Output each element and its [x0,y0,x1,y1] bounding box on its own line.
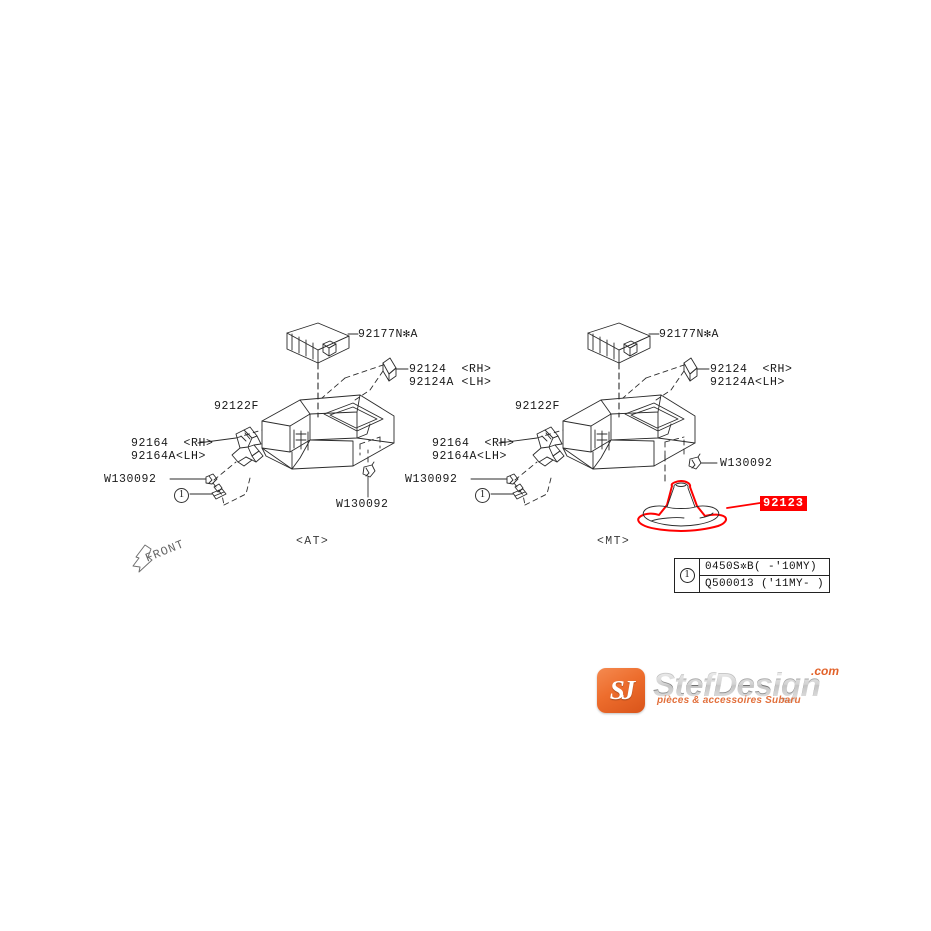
at-screw [211,483,227,500]
legend-row-0: 0450S✲B( -'10MY) [700,559,830,576]
mt-label-console-panel: 92122F [515,400,561,413]
mt-bracket-assembly [532,426,565,467]
at-dash-trim [354,370,384,401]
mt-dash-trim [655,370,685,401]
at-bracket-assembly [231,426,264,467]
at-label-trim-rh: 92124 <RH> [409,363,492,376]
logo-tagline: pièces & accessoires Subaru [657,695,801,706]
at-leader-bracket [197,437,237,444]
mt-callout-circle-1: 1 [475,488,490,503]
at-trim-strip [382,357,397,382]
at-clip-bottom [362,461,376,478]
mt-label-clip-left: W130092 [405,473,458,486]
logo-dotcom: .com [811,664,840,678]
legend-circle-1: 1 [679,568,695,583]
legend-rows: 0450S✲B( -'10MY) Q500013 ('11MY- ) [700,559,830,592]
at-label-switch-panel: 92177N✻A [358,328,419,341]
mt-label-bracket-rh: 92164 <RH> [432,437,515,450]
logo-badge-monogram: SJ [609,675,636,705]
section-label-at: <AT> [296,535,330,548]
at-label-clip-left: W130092 [104,473,157,486]
at-label-trim-lh: 92124A <LH> [409,376,492,389]
mt-trim-strip [683,357,698,382]
mt-clip-left [506,473,519,485]
mt-label-trim-rh: 92124 <RH> [710,363,793,376]
mt-shift-boot-highlight [637,480,728,532]
at-label-bracket-rh: 92164 <RH> [131,437,214,450]
at-label-bracket-lh: 92164A<LH> [131,450,207,463]
mt-label-clip-right: W130092 [720,457,773,470]
at-label-console-panel: 92122F [214,400,260,413]
at-callout-circle-1: 1 [174,488,189,503]
mt-label-shift-boot-highlight: 92123 [760,496,808,511]
mt-leader-bracket [498,437,538,444]
mt-switch-panel [587,322,651,364]
mt-clip-right [688,453,702,470]
logo-badge-icon: SJ [597,668,645,713]
mt-leader-boot [726,502,761,509]
at-clip-left [205,473,218,485]
section-label-mt: <MT> [597,535,631,548]
legend-row-1: Q500013 ('11MY- ) [705,578,825,590]
watermark-logo: SJ StefDesign .com pièces & accessoires … [597,664,873,720]
logo-wordmark: StefDesign [653,666,821,703]
at-label-clip-bottom: W130092 [336,498,389,511]
mt-console-panel [562,394,696,470]
mt-label-trim-lh: 92124A<LH> [710,376,786,389]
legend-marker-cell: 1 [675,559,700,592]
front-arrow [132,544,153,573]
legend-table: 1 0450S✲B( -'10MY) Q500013 ('11MY- ) [674,558,831,593]
mt-screw [512,483,528,500]
mt-label-bracket-lh: 92164A<LH> [432,450,508,463]
mt-shift-boot-detail [642,482,720,527]
mt-label-switch-panel: 92177N✻A [659,328,720,341]
at-switch-panel [286,322,350,364]
at-console-panel [261,394,395,470]
